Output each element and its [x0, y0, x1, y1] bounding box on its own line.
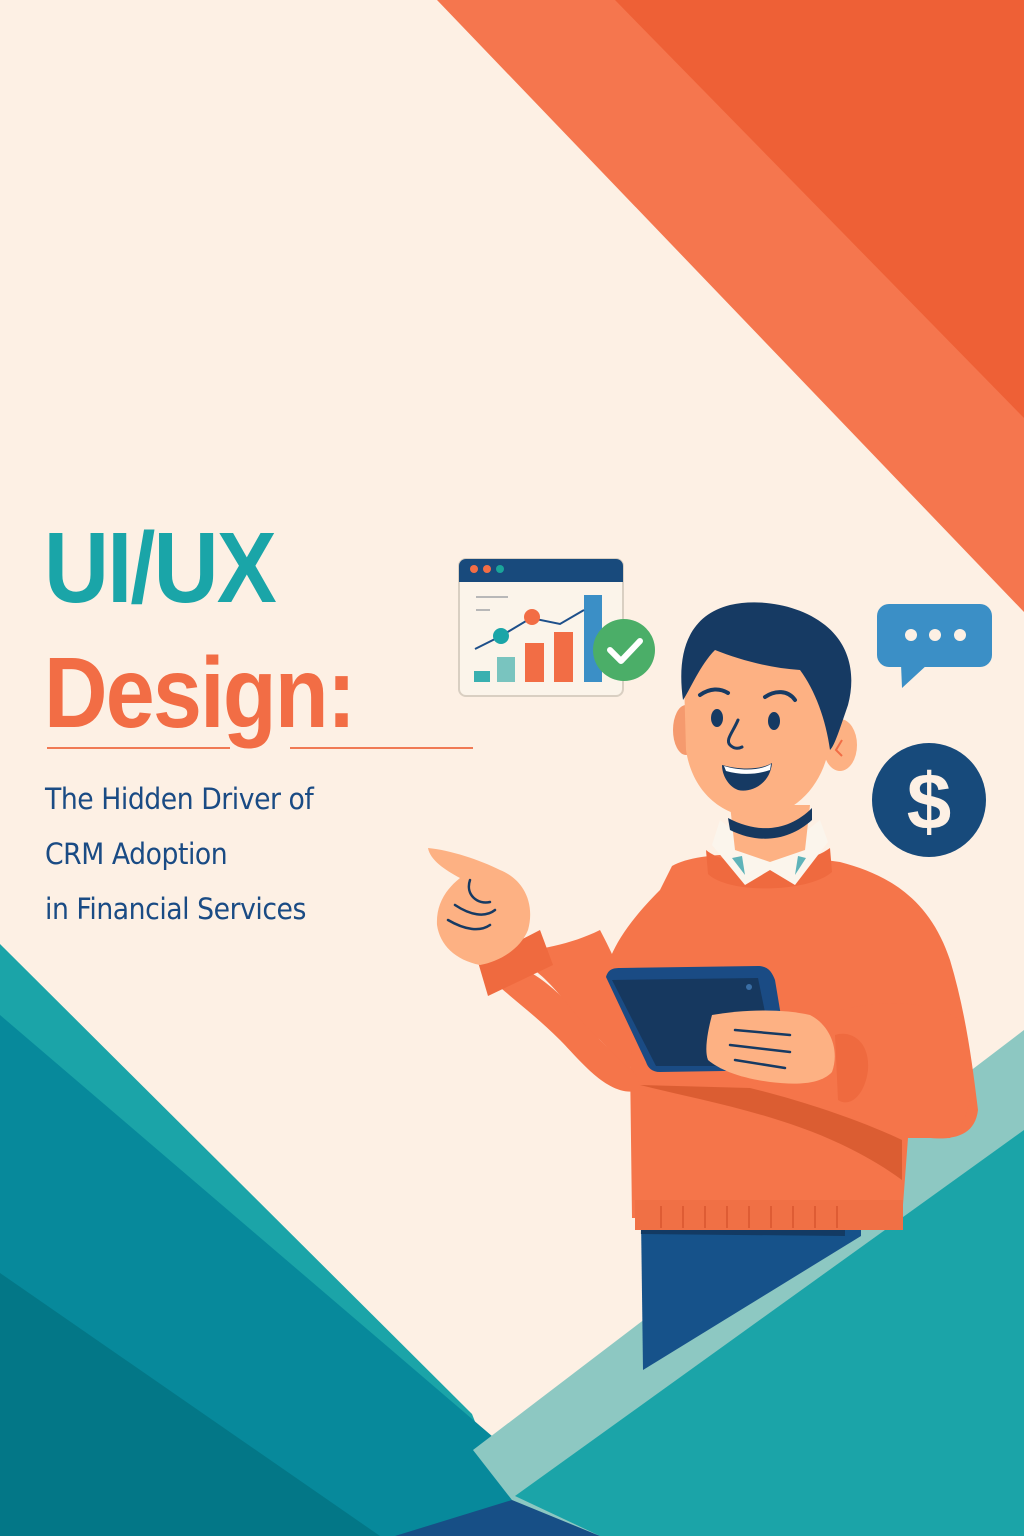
- teal-band-right: [515, 1130, 1024, 1536]
- title-design: Design:: [44, 637, 356, 749]
- title-ui-ux: UI/UX: [44, 512, 277, 624]
- navy-triangle: [395, 1500, 600, 1536]
- divider-left: [47, 747, 230, 749]
- divider-right: [290, 747, 473, 749]
- subtitle-line-1: The Hidden Driver of: [45, 782, 314, 816]
- subtitle-line-3: in Financial Services: [45, 892, 306, 926]
- subtitle-line-2: CRM Adoption: [45, 837, 228, 871]
- dollar-coin-icon: $: [872, 743, 986, 857]
- orange-band-dark: [615, 0, 1024, 418]
- dashboard-window-icon: [458, 558, 624, 697]
- teal-band-deep: [0, 1273, 380, 1536]
- person-illustration: [428, 602, 978, 1370]
- chat-bubble-ellipsis-icon: [877, 604, 992, 688]
- svg-text:$: $: [907, 757, 952, 846]
- green-checkmark-badge-icon: [593, 619, 655, 681]
